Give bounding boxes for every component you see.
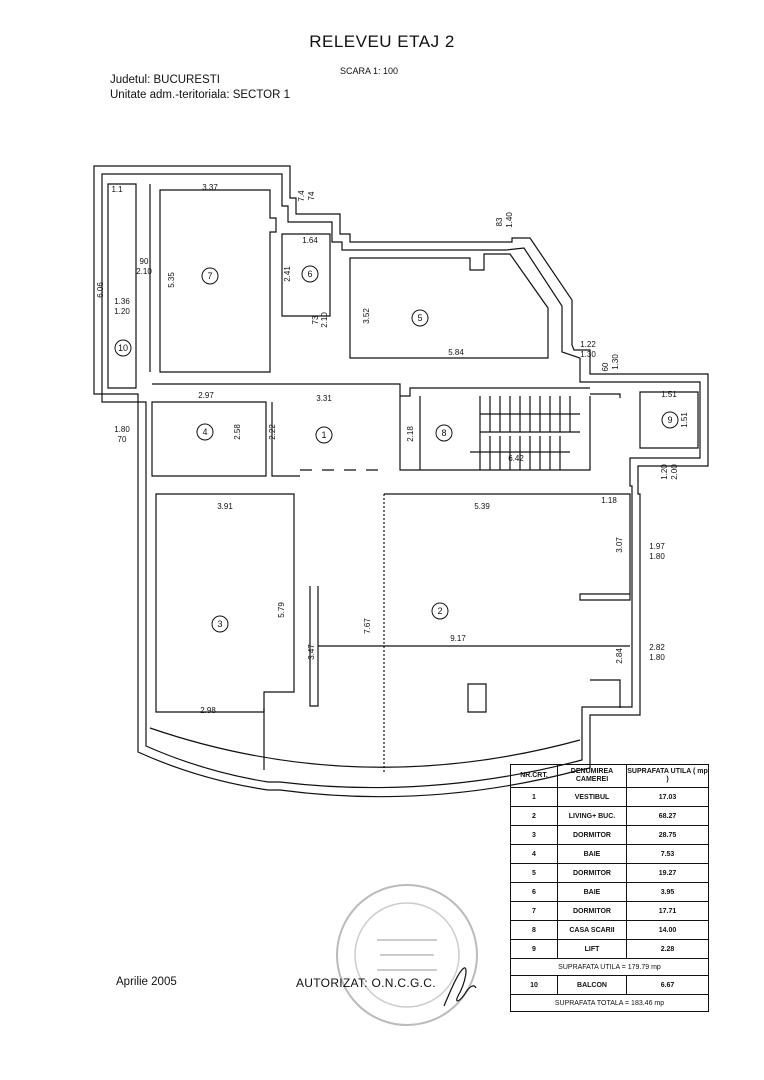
dimension-label: 6.06 [96,282,105,298]
dimension-label: 1.1 [111,185,123,194]
dimension-label: 3.52 [362,308,371,324]
dimension-label: 70 [118,435,127,444]
dimension-label: 1.20 [114,307,130,316]
dimension-label: 3.07 [615,537,624,553]
room-number-5: 5 [417,313,422,323]
dimension-label: 2.84 [615,648,624,664]
county-label: Judetul: BUCURESTI [110,74,220,86]
dimension-label: 2.10 [320,312,329,328]
usable-area-total: SUPRAFATA UTILA = 179.79 mp [510,958,709,976]
room-number-8: 8 [441,428,446,438]
dimension-label: 2.41 [283,266,292,282]
room-number-2: 2 [437,606,442,616]
drawing-title: RELEVEU ETAJ 2 [309,32,455,51]
dimension-label: 5.79 [277,602,286,618]
dimension-label: 60 [601,362,610,371]
admin-unit-label: Unitate adm.-teritoriala: SECTOR 1 [110,89,291,101]
drawing-date: Aprilie 2005 [116,976,177,988]
area-legend-table: NR.CRT. DENUMIREA CAMEREI SUPRAFATA UTIL… [510,764,709,1012]
dimension-label: 90 [140,257,149,266]
dimension-label: 1.64 [302,236,318,245]
dimension-label: 1.80 [649,653,665,662]
dimension-label: 3.37 [202,183,218,192]
legend-header-nr: NR.CRT. [510,764,558,788]
dimension-label: 9.17 [450,634,466,643]
dimension-label: 5.39 [474,502,490,511]
dimension-label: 7.67 [363,618,372,634]
room-number-9: 9 [667,415,672,425]
dimension-label: 5.35 [167,272,176,288]
dimension-label: 1.40 [505,212,514,228]
dimension-label: 1.22 [580,340,596,349]
dimension-label: 1.80 [649,552,665,561]
dimension-label: 2.22 [268,424,277,440]
room-number-4: 4 [202,427,207,437]
signature [443,967,477,1007]
dimension-label: 2.00 [670,464,679,480]
dimension-label: 2.58 [233,424,242,440]
dimension-label: 1.30 [580,350,596,359]
dimension-label: 3.91 [217,502,233,511]
room-number-1: 1 [321,430,326,440]
dimension-label: 3.47 [307,644,316,660]
dimension-label: 73 [311,315,320,324]
dimension-label: 5.84 [448,348,464,357]
room-number-3: 3 [217,619,222,629]
dimension-label: 7.4 [297,190,306,202]
room-number-6: 6 [307,269,312,279]
overall-area-total: SUPRAFATA TOTALA = 183.46 mp [510,994,709,1012]
authorization-label: AUTORIZAT: O.N.C.G.C. [296,976,436,990]
dimension-label: 83 [495,217,504,226]
dimension-label: 1.51 [661,390,677,399]
room-number-10: 10 [118,343,128,353]
dimension-label: 1.30 [611,354,620,370]
dimension-label: 2.97 [198,391,214,400]
dimension-label: 1.20 [660,464,669,480]
scale-label: SCARA 1: 100 [340,66,399,76]
dimension-label: 2.82 [649,643,665,652]
dimension-label: 3.31 [316,394,332,403]
legend-header-name: DENUMIREA CAMEREI [557,764,627,788]
dimension-label: 2.10 [136,267,152,276]
dimension-label: 74 [307,191,316,200]
dimension-label: 1.80 [114,425,130,434]
dimension-label: 1.97 [649,542,665,551]
dimension-label: 1.51 [680,412,689,428]
legend-header-area: SUPRAFATA UTILA ( mp ) [626,764,709,788]
dimension-label: 2.98 [200,706,216,715]
dimension-label: 1.36 [114,297,130,306]
dimension-label: 1.18 [601,496,617,505]
dimension-label: 2.18 [406,426,415,442]
room-number-7: 7 [207,271,212,281]
dimension-label: 6.42 [508,454,524,463]
official-stamp [336,884,478,1026]
